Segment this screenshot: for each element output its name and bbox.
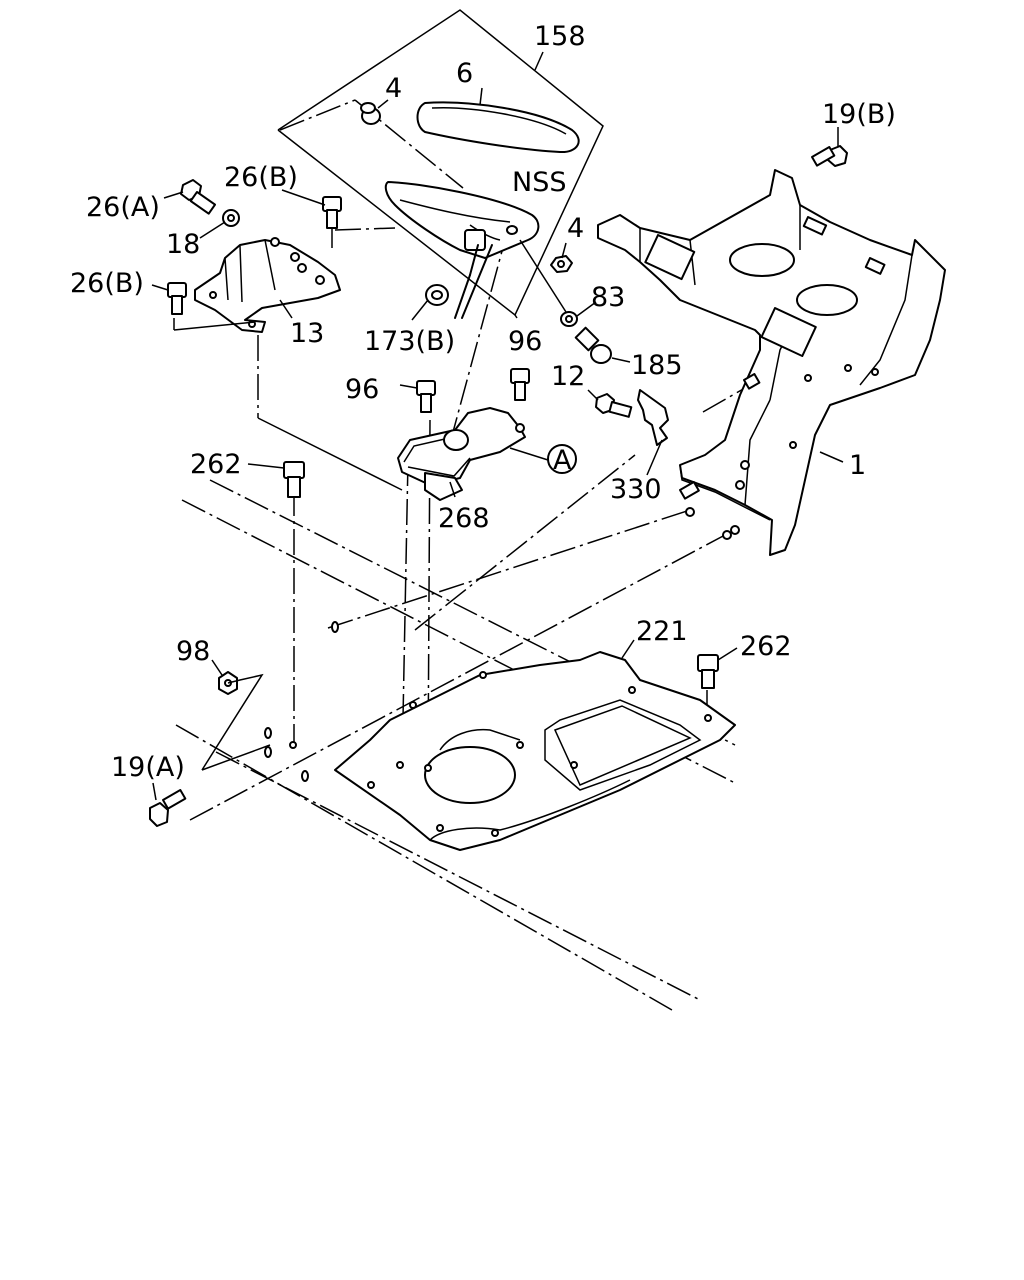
label-1: 1 <box>849 450 866 481</box>
label-19a: 19(A) <box>111 752 185 783</box>
washer-part-83 <box>519 239 578 327</box>
label-nss: NSS <box>512 167 566 198</box>
leader-lines <box>151 51 844 801</box>
clip-part-330 <box>637 389 669 446</box>
frame-part-1 <box>597 169 946 556</box>
nut-part-4-mid <box>550 255 573 273</box>
bolt-part-262-right <box>697 654 719 689</box>
bolt-part-12 <box>595 393 633 418</box>
label-262-top: 262 <box>190 449 242 480</box>
label-6: 6 <box>456 58 473 89</box>
bolt-part-96-left <box>416 380 436 413</box>
label-19b: 19(B) <box>822 99 896 130</box>
group-158-outline <box>277 9 604 319</box>
label-96-left: 96 <box>345 374 379 405</box>
label-96-right: 96 <box>508 326 542 357</box>
bolt-part-19a <box>149 788 187 827</box>
label-83: 83 <box>591 282 625 313</box>
bracket-part-13 <box>194 237 341 333</box>
label-13: 13 <box>290 318 324 349</box>
label-98: 98 <box>176 636 210 667</box>
bolt-part-26a <box>180 179 217 215</box>
bolt-part-19b <box>810 145 848 167</box>
plug-part-4-top <box>360 102 381 125</box>
reference-marker-a <box>547 444 577 474</box>
grommet-part-173b <box>425 284 449 306</box>
label-158: 158 <box>534 21 586 52</box>
bolt-part-96-right <box>510 368 530 401</box>
label-26a: 26(A) <box>86 192 160 223</box>
boot-part-268 <box>397 407 526 501</box>
label-18: 18 <box>166 229 200 260</box>
pin-part-185 <box>574 326 612 364</box>
label-330: 330 <box>610 474 662 505</box>
label-26b-top: 26(B) <box>224 162 298 193</box>
bolt-part-262-top <box>283 461 305 498</box>
label-12: 12 <box>551 361 585 392</box>
label-262-right: 262 <box>740 631 792 662</box>
label-268: 268 <box>438 503 490 534</box>
stud-frame <box>679 373 761 540</box>
label-185: 185 <box>631 350 683 381</box>
console-nss-part <box>384 181 540 319</box>
label-26b-left: 26(B) <box>70 268 144 299</box>
washer-part-18 <box>222 209 240 227</box>
panel-part-221 <box>289 651 736 851</box>
cover-part-6 <box>416 101 580 154</box>
line-holes <box>264 621 339 782</box>
label-4-top: 4 <box>385 73 402 104</box>
bolt-part-26b-left <box>167 282 187 315</box>
part-labels: 158 6 4 19(B) 26(A) 26(B) NSS 4 18 83 26… <box>70 21 896 783</box>
label-221: 221 <box>636 616 688 647</box>
label-a: A <box>553 445 572 476</box>
label-4-mid: 4 <box>567 213 584 244</box>
bolt-part-26b-top <box>322 196 342 248</box>
label-173b: 173(B) <box>364 326 455 357</box>
